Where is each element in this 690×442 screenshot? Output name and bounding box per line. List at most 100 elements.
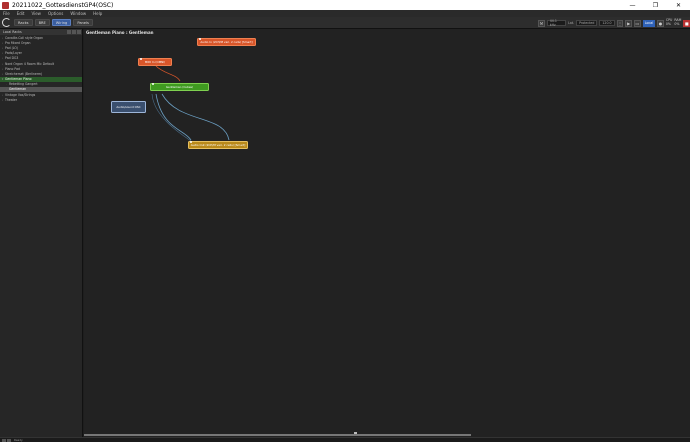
osc-node[interactable]: Audio/sound OSC: [111, 101, 146, 113]
rack-item-label: Rebetting Gangert: [9, 82, 38, 87]
panic-icon[interactable]: ■: [683, 19, 690, 27]
rack-item[interactable]: ›Pad DG3: [0, 56, 82, 61]
user-icon[interactable]: ●: [657, 19, 664, 27]
menu-file[interactable]: File: [3, 11, 10, 16]
wiring-button-label: Wiring: [55, 20, 68, 25]
rack-item-label: Gentleman: [9, 87, 27, 92]
rack-item[interactable]: ›Streicherset (Berlinerm): [0, 71, 82, 76]
bre-button-label: BRE: [38, 20, 46, 25]
status-icon[interactable]: [2, 438, 6, 442]
collapsed-arrow-icon[interactable]: ›: [1, 40, 4, 45]
cpu-value: 0%: [665, 22, 671, 26]
gentleman-node-label: Gentleman (Cubes): [165, 85, 194, 89]
status-bar: Ready: [0, 437, 690, 442]
collapsed-arrow-icon[interactable]: ›: [1, 66, 4, 71]
rack-item[interactable]: ›Vintage Vox/Strings: [0, 92, 82, 97]
ram-value: 0%: [674, 22, 680, 26]
collapsed-arrow-icon[interactable]: ›: [1, 45, 4, 50]
bre-button[interactable]: BRE: [34, 19, 50, 26]
audio-in-pin[interactable]: [199, 38, 201, 40]
cpu-label: CPU: [665, 18, 673, 23]
add-rack-icon[interactable]: [67, 30, 71, 34]
osc-node-label: Audio/sound OSC: [116, 105, 141, 109]
tempo-field[interactable]: 120.0: [599, 20, 615, 26]
rack-item[interactable]: ›Theater: [0, 97, 82, 102]
canvas-resize-handle[interactable]: [354, 432, 357, 434]
collapsed-arrow-icon[interactable]: ›: [1, 51, 4, 56]
rack-item[interactable]: ▾Gentleman Piano: [0, 76, 82, 82]
rack-variation-item[interactable]: ·Rebetting Gangert: [0, 82, 82, 87]
collapsed-arrow-icon[interactable]: ›: [1, 56, 4, 61]
horizontal-scrollbar[interactable]: [84, 434, 471, 436]
sample-rate-field[interactable]: 44.1 kHz: [546, 19, 567, 27]
rack-close-icon[interactable]: [77, 30, 81, 34]
rack-tree-title: Local Racks: [3, 30, 22, 34]
wire-midi-to-gentleman[interactable]: [155, 65, 181, 82]
tools-icon[interactable]: ⚒: [538, 19, 545, 27]
gentleman-plugin-node[interactable]: Gentleman (Cubes): [150, 83, 209, 91]
wire-gentleman-to-out-left[interactable]: [155, 93, 192, 141]
audio-out-pin[interactable]: [190, 141, 192, 143]
status-text: Ready: [14, 438, 23, 442]
app-logo-icon: [2, 18, 11, 27]
rack-tree-panel: Local Racks ›Cavaille-Coll style Organ›P…: [0, 29, 83, 437]
rack-tree-header: Local Racks: [0, 29, 82, 35]
wiring-canvas[interactable]: Gentleman Piano : Gentleman Audio In (2C…: [84, 29, 690, 437]
rack-item[interactable]: ›Pro Mixed Organ: [0, 40, 82, 45]
audio-in-node[interactable]: Audio In (2CH/M vari. 2 cells) [Smart]: [197, 38, 256, 46]
rack-item-label: Nord Organ 4 Room Mic Default: [5, 61, 55, 66]
more-menu-icon[interactable]: ⋮: [616, 19, 624, 27]
window-title: 20211022_GottesdienstGP4(OSC): [12, 1, 114, 9]
wiring-button[interactable]: Wiring: [51, 19, 72, 26]
collapsed-arrow-icon[interactable]: ›: [1, 71, 4, 76]
wire-gentleman-bus[interactable]: [151, 93, 192, 142]
midi-in-node[interactable]: MIDI In (OMNI): [138, 58, 172, 66]
collapsed-arrow-icon[interactable]: ›: [1, 61, 4, 66]
expanded-arrow-icon[interactable]: ▾: [1, 77, 4, 82]
rack-item-label: Gentleman Piano: [5, 77, 32, 82]
wire-gentleman-to-out-right[interactable]: [161, 93, 230, 141]
ram-label: RAM: [674, 18, 682, 23]
menu-edit[interactable]: Edit: [16, 11, 25, 16]
collapsed-arrow-icon[interactable]: ›: [1, 35, 4, 40]
rack-item-label: Pad (LO): [5, 45, 19, 50]
rack-item-label: Vintage Vox/Strings: [5, 92, 36, 97]
status-icon-2[interactable]: [7, 438, 11, 442]
local-mode-button[interactable]: Local: [642, 19, 656, 27]
menu-options[interactable]: Options: [47, 11, 64, 16]
maximize-button[interactable]: ❐: [652, 1, 659, 9]
menu-view[interactable]: View: [31, 11, 41, 16]
latency-field[interactable]: Protected: [576, 20, 598, 26]
rack-item[interactable]: ›Pad (LO): [0, 45, 82, 50]
audio-out-node[interactable]: Audio Out (2CH/M vari. 2 cells) [Smart]: [188, 141, 248, 149]
collapsed-arrow-icon[interactable]: ›: [1, 97, 4, 102]
rack-variation-item[interactable]: ·Gentleman: [0, 86, 82, 93]
minimize-button[interactable]: —: [629, 1, 636, 9]
latency-label: Lat.: [568, 21, 575, 25]
rack-item[interactable]: ›Piano Pad: [0, 66, 82, 71]
racks-button[interactable]: Racks: [14, 19, 33, 26]
midi-in-pin[interactable]: [140, 58, 142, 60]
collapsed-arrow-icon[interactable]: ·: [6, 82, 7, 87]
panels-button[interactable]: Panels: [73, 19, 93, 26]
menu-help[interactable]: Help: [93, 11, 103, 16]
rack-settings-icon[interactable]: [72, 30, 76, 34]
rack-item-label: Pad DG3: [5, 56, 19, 61]
close-button[interactable]: ✕: [675, 1, 682, 9]
menu-window[interactable]: Window: [70, 11, 87, 16]
play-icon[interactable]: ▶: [625, 19, 633, 27]
collapsed-arrow-icon[interactable]: ›: [1, 92, 4, 97]
rack-item[interactable]: ›Cavaille-Coll style Organ: [0, 35, 82, 40]
midi-in-node-label: MIDI In (OMNI): [144, 60, 166, 64]
collapsed-arrow-icon[interactable]: ·: [6, 87, 7, 92]
toolbar: Racks BRE Wiring Panels ⚒ 44.1 kHz Lat. …: [0, 17, 690, 29]
rack-item[interactable]: ›Nord Organ 4 Room Mic Default: [0, 61, 82, 66]
gentleman-input-pin[interactable]: [152, 83, 154, 85]
rack-item-label: Pads/Layer: [5, 51, 22, 56]
racks-button-label: Racks: [18, 20, 29, 25]
rack-item[interactable]: ›Pads/Layer: [0, 51, 82, 56]
monitor-icon[interactable]: ▭: [634, 19, 641, 27]
